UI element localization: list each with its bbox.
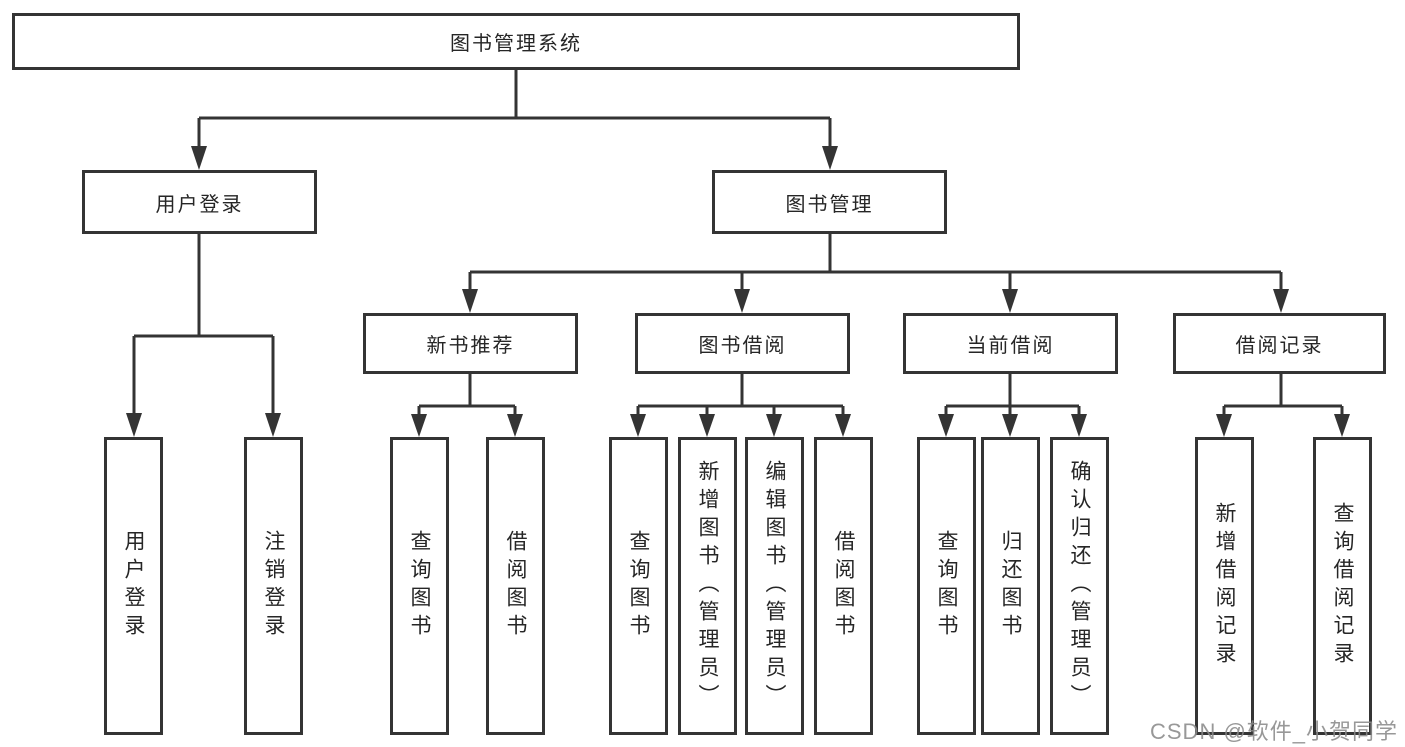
- leaf-label: 用户登录: [122, 530, 146, 642]
- leaf-edit-books-admin: 编辑图书（管理员）: [745, 437, 804, 735]
- node-library-management-system: 图书管理系统: [12, 13, 1020, 70]
- node-current-borrowing: 当前借阅: [903, 313, 1118, 374]
- leaf-borrow-books: 借阅图书: [486, 437, 545, 735]
- node-label: 借阅记录: [1235, 335, 1324, 357]
- leaf-label: 确认归还（管理员）: [1068, 460, 1092, 712]
- leaf-borrow-books: 借阅图书: [814, 437, 873, 735]
- connector-mgmt-to-level3: [468, 234, 1283, 291]
- node-user-login: 用户登录: [82, 170, 317, 234]
- leaf-query-books: 查询图书: [390, 437, 449, 735]
- connector-login-to-leaves: [132, 234, 275, 415]
- leaf-label: 新增借阅记录: [1213, 502, 1237, 670]
- node-label: 图书管理: [785, 193, 874, 216]
- leaf-label: 查询图书: [408, 530, 432, 642]
- leaf-label: 归还图书: [999, 530, 1023, 642]
- leaf-user-login: 用户登录: [104, 437, 163, 735]
- node-borrowing-records: 借阅记录: [1173, 313, 1386, 374]
- leaf-query-borrow-record: 查询借阅记录: [1313, 437, 1372, 735]
- node-label: 新书推荐: [426, 335, 515, 357]
- connector-root-to-level2: [197, 68, 832, 148]
- arrowheads: [126, 146, 1350, 437]
- node-book-borrowing: 图书借阅: [635, 313, 850, 374]
- leaf-label: 新增图书（管理员）: [696, 460, 720, 712]
- leaf-label: 编辑图书（管理员）: [763, 460, 787, 712]
- node-label: 图书借阅: [698, 335, 787, 357]
- leaf-add-books-admin: 新增图书（管理员）: [678, 437, 737, 735]
- node-new-book-recommendation: 新书推荐: [363, 313, 578, 374]
- leaf-label: 查询图书: [627, 530, 651, 642]
- leaf-label: 借阅图书: [504, 530, 528, 642]
- csdn-watermark: CSDN @软件_小贺同学: [1150, 719, 1399, 744]
- leaf-query-books: 查询图书: [609, 437, 668, 735]
- leaf-label: 注销登录: [262, 530, 286, 642]
- leaf-return-books: 归还图书: [981, 437, 1040, 735]
- leaf-label: 借阅图书: [832, 530, 856, 642]
- node-book-management: 图书管理: [712, 170, 947, 234]
- node-label: 当前借阅: [966, 335, 1055, 357]
- leaf-label: 查询借阅记录: [1331, 502, 1355, 670]
- node-label: 用户登录: [155, 193, 244, 216]
- node-label: 图书管理系统: [450, 33, 582, 55]
- leaf-add-borrow-record: 新增借阅记录: [1195, 437, 1254, 735]
- leaf-confirm-return-admin: 确认归还（管理员）: [1050, 437, 1109, 735]
- leaf-label: 查询图书: [935, 530, 959, 642]
- connector-level3-to-leaves: [417, 374, 1344, 418]
- leaf-logout: 注销登录: [244, 437, 303, 735]
- leaf-query-books: 查询图书: [917, 437, 976, 735]
